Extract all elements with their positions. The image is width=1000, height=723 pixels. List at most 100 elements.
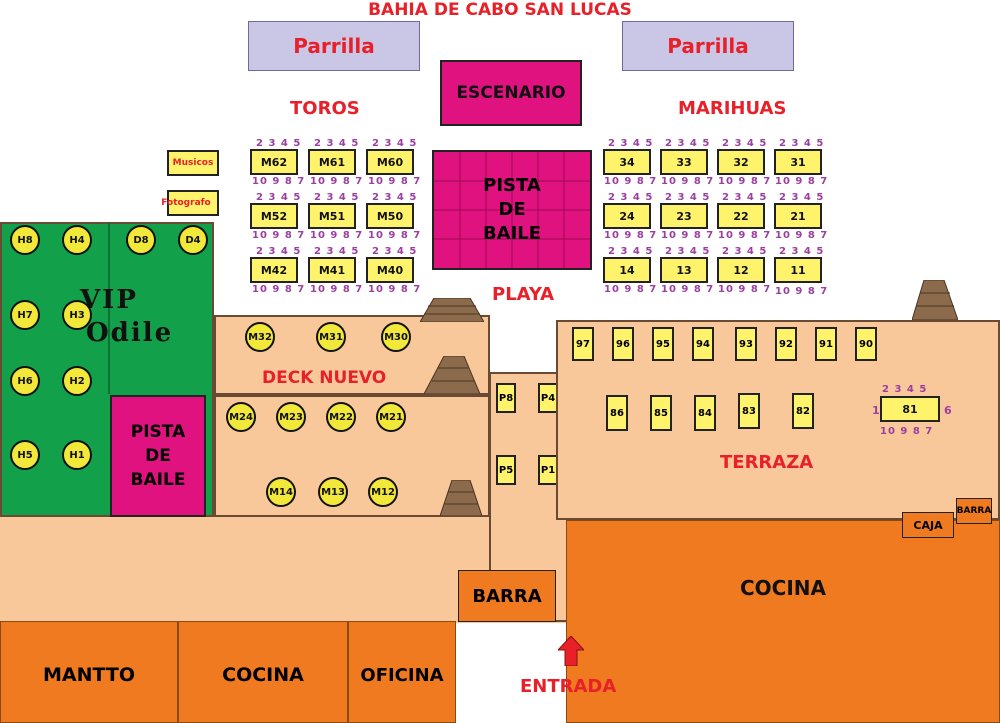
seat-numbers: 10 9 8 7: [718, 176, 772, 187]
table-letter: H: [17, 375, 26, 387]
table-letter: H: [17, 309, 26, 321]
terraza-label: TERRAZA: [720, 452, 814, 473]
table-number: 8: [141, 234, 149, 246]
pista-left-word-1: PISTA: [130, 422, 186, 442]
stairs-icon: [420, 298, 484, 322]
barra-center-label: BARRA: [472, 585, 542, 607]
table-m61[interactable]: M61: [308, 149, 356, 175]
table-letter: H: [69, 234, 78, 246]
table-letter: M: [329, 411, 340, 423]
seat-numbers: 10 9 8 7: [252, 176, 306, 187]
parrilla-right: Parrilla: [622, 21, 794, 71]
table-24[interactable]: 24: [603, 203, 651, 229]
table-84[interactable]: 84: [694, 395, 716, 431]
seat-numbers: 10 9 8 7: [775, 176, 829, 187]
table-m51[interactable]: M51: [308, 203, 356, 229]
seat-numbers: 10 9 8 7: [252, 230, 306, 241]
table-m41[interactable]: M41: [308, 257, 356, 283]
table-number: 32: [258, 331, 272, 343]
table-31[interactable]: 31: [774, 149, 822, 175]
table-m62[interactable]: M62: [250, 149, 298, 175]
table-letter: H: [69, 309, 78, 321]
table-m40[interactable]: M40: [366, 257, 414, 283]
table-33[interactable]: 33: [660, 149, 708, 175]
table-93[interactable]: 93: [735, 327, 757, 361]
center-dance-floor: PISTA DE BAILE: [432, 150, 592, 270]
table-number: 7: [25, 309, 33, 321]
table-22[interactable]: 22: [717, 203, 765, 229]
seat-numbers: 2 3 4 5: [665, 138, 711, 149]
table-number: 1: [548, 464, 556, 476]
table-letter: M: [319, 331, 330, 343]
parrilla-left-label: Parrilla: [293, 34, 375, 58]
seat-numbers: 2 3 4 5: [665, 192, 711, 203]
seat-numbers: 10 9 8 7: [368, 176, 422, 187]
pista-left-word-3: BAILE: [130, 470, 186, 490]
seat-numbers: 10 9 8 7: [661, 176, 715, 187]
table-90[interactable]: 90: [855, 327, 877, 361]
table-34[interactable]: 34: [603, 149, 651, 175]
table-94[interactable]: 94: [692, 327, 714, 361]
table-97[interactable]: 97: [572, 327, 594, 361]
table-14[interactable]: 14: [603, 257, 651, 283]
table-number: 12: [381, 486, 395, 498]
entrance-arrow-icon: [558, 636, 584, 666]
table-95[interactable]: 95: [652, 327, 674, 361]
cocina-bottom-room: COCINA: [178, 621, 348, 723]
vip-dance-floor: PISTA DE BAILE: [110, 395, 206, 517]
table-92[interactable]: 92: [775, 327, 797, 361]
table-96[interactable]: 96: [612, 327, 634, 361]
vip-name: Odile: [86, 318, 174, 348]
table-m52[interactable]: M52: [250, 203, 298, 229]
table-m50[interactable]: M50: [366, 203, 414, 229]
deck-nuevo-label: DECK NUEVO: [262, 368, 387, 388]
table-13[interactable]: 13: [660, 257, 708, 283]
seat-numbers: 2 3 4 5: [314, 192, 360, 203]
table-91[interactable]: 91: [815, 327, 837, 361]
table-number: 1: [77, 449, 85, 461]
table-82[interactable]: 82: [792, 393, 814, 429]
fotografo-box: Fotografo: [161, 190, 219, 216]
table-m60[interactable]: M60: [366, 149, 414, 175]
table-21[interactable]: 21: [774, 203, 822, 229]
table-11[interactable]: 11: [774, 257, 822, 283]
table-letter: M: [269, 486, 280, 498]
table-m42[interactable]: M42: [250, 257, 298, 283]
table-12[interactable]: 12: [717, 257, 765, 283]
table-letter: M: [384, 331, 395, 343]
pista-word-2: DE: [498, 199, 526, 220]
table-number: 8: [25, 234, 33, 246]
table-86[interactable]: 86: [606, 395, 628, 431]
table-32[interactable]: 32: [717, 149, 765, 175]
table-85[interactable]: 85: [650, 395, 672, 431]
table-23[interactable]: 23: [660, 203, 708, 229]
fotografo-label: Fotografo: [161, 198, 211, 208]
table-81[interactable]: 81: [880, 396, 940, 422]
seat-numbers: 10 9 8 7: [604, 284, 658, 295]
table-83[interactable]: 83: [738, 393, 760, 429]
